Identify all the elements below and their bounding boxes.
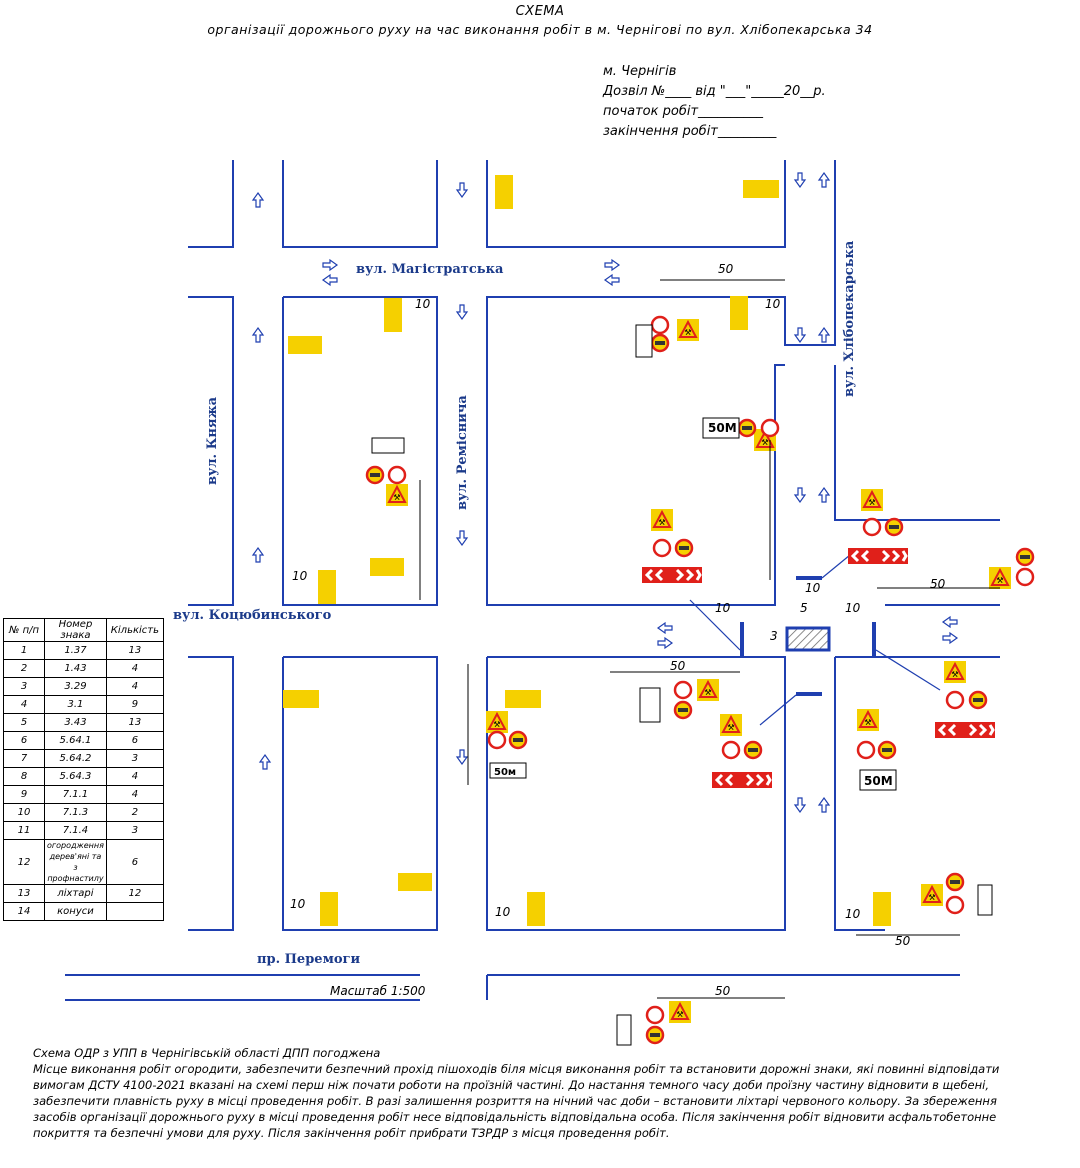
permit-start: початок робіт__________: [603, 104, 764, 119]
svg-text:50: 50: [718, 262, 734, 276]
svg-text:10: 10: [290, 897, 306, 911]
svg-text:10: 10: [845, 907, 861, 921]
svg-text:5: 5: [800, 601, 808, 615]
svg-text:10: 10: [495, 905, 511, 919]
diagram-title: СХЕМА: [515, 4, 565, 19]
street-kotsiubynskoho: вул. Коцюбинського: [173, 608, 332, 623]
svg-text:50: 50: [895, 934, 911, 948]
work-zone: [785, 626, 831, 652]
diagram-subtitle: організації дорожнього руху на час викон…: [207, 22, 873, 37]
svg-text:50M: 50M: [864, 774, 893, 788]
svg-text:10: 10: [845, 601, 861, 615]
street-magistratska: вул. Магістратська: [356, 262, 504, 277]
permit-end: закінчення робіт_________: [603, 124, 777, 139]
plate-50M: 50M: [708, 421, 737, 435]
note-instructions: Місце виконання робіт огородити, забезпе…: [33, 1062, 1000, 1140]
legend-header: № п/п Номер знака Кількість: [3, 618, 164, 642]
permit-city: м. Чернігів: [603, 64, 677, 79]
svg-text:10: 10: [765, 297, 781, 311]
street-khlibopekarska: вул. Хлібопекарська: [842, 240, 857, 397]
svg-text:50: 50: [930, 577, 946, 591]
permit-number: Дозвіл №____ від "___"_____20__р.: [603, 84, 826, 99]
street-remisnycha: вул. Ремісничa: [455, 395, 470, 510]
permit-block: м. Чернігів Дозвіл №____ від "___"_____2…: [603, 62, 826, 142]
notes-block: Схема ОДР з УПП в Чернігівській області …: [33, 1045, 1043, 1141]
svg-text:50: 50: [715, 984, 731, 998]
note-approval: Схема ОДР з УПП в Чернігівській області …: [33, 1046, 381, 1060]
detour-signs: [283, 175, 891, 926]
svg-text:10: 10: [715, 601, 731, 615]
street-peremohy: пр. Перемоги: [257, 952, 361, 967]
svg-text:10: 10: [415, 297, 431, 311]
street-knyazha: вул. Княжа: [205, 396, 220, 485]
svg-text:50: 50: [670, 659, 686, 673]
svg-text:3: 3: [770, 629, 778, 643]
svg-text:50м: 50м: [494, 767, 516, 778]
road-edges: [65, 160, 1000, 1001]
svg-text:10: 10: [292, 569, 308, 583]
svg-text:10: 10: [805, 581, 821, 595]
scale-label: Масштаб 1:500: [330, 984, 426, 998]
